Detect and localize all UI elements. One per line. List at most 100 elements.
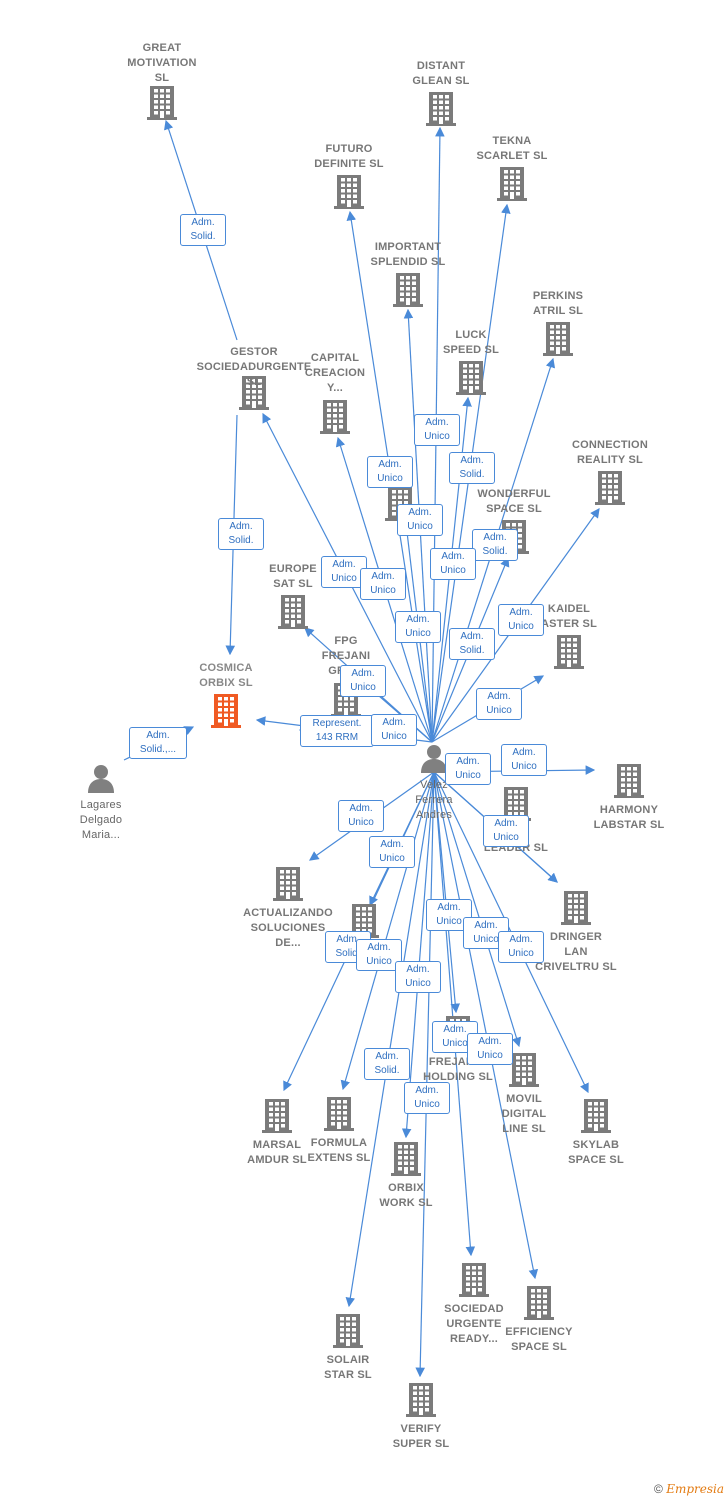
building-icon: [278, 595, 308, 634]
relation-badge[interactable]: Adm.Unico: [321, 556, 367, 588]
relation-badge[interactable]: Adm.Unico: [356, 939, 402, 971]
node-label-line: FORMULA: [310, 1137, 368, 1149]
relation-badge[interactable]: Adm.Unico: [367, 456, 413, 488]
relation-badge-line: Adm.: [349, 803, 373, 814]
relation-badge[interactable]: Represent. 143 RRM: [300, 715, 374, 747]
relation-badge[interactable]: Adm. Unico: [476, 688, 522, 720]
relation-badge[interactable]: Adm.Unico: [414, 414, 460, 446]
relation-badge-line: Unico: [379, 853, 405, 864]
relation-badge[interactable]: Adm.Unico: [445, 753, 491, 785]
node-label-line: DEFINITE SL: [314, 158, 384, 170]
node-label-line: IMPORTANT: [374, 241, 442, 253]
relation-badge-line: Represent.: [312, 718, 362, 729]
relation-badge-line: Adm.: [351, 668, 375, 679]
person-icon: [86, 763, 116, 798]
node-label-line: KAIDEL: [547, 603, 591, 615]
relation-badge[interactable]: Adm.Unico: [371, 714, 417, 746]
relation-badge-line: Adm.: [487, 691, 511, 702]
building-icon: [324, 1097, 354, 1136]
relation-badge[interactable]: Adm.Unico: [395, 611, 441, 643]
node-label-line: PERKINS: [532, 290, 584, 302]
node-label-line: GESTOR: [230, 346, 278, 358]
node-label-line: Ferrera: [415, 794, 453, 806]
relation-badge[interactable]: Adm.Unico: [340, 665, 386, 697]
node-label-line: EXTENS SL: [307, 1152, 371, 1164]
node-label-line: MOTIVATION: [127, 57, 197, 69]
building-icon: [426, 92, 456, 131]
relation-badge[interactable]: Adm. Unico: [369, 836, 415, 868]
relation-badge-line: Unico: [508, 948, 534, 959]
relation-badge[interactable]: Adm.Unico: [467, 1033, 513, 1065]
relation-badge-line: Adm.: [425, 417, 449, 428]
node-label-line: DISTANT: [416, 60, 466, 72]
relation-badge-line: Adm.: [406, 614, 430, 625]
node-label-line: MOVIL: [506, 1093, 542, 1105]
node-label-line: SL: [154, 72, 170, 84]
relation-badge[interactable]: Adm.Unico: [404, 1082, 450, 1114]
relation-badge[interactable]: Adm.Solid.: [449, 452, 495, 484]
relation-badge[interactable]: Adm.Unico: [360, 568, 406, 600]
relation-badge[interactable]: Adm.Unico: [338, 800, 384, 832]
relation-badge[interactable]: Adm.Unico: [430, 548, 476, 580]
building-icon: [561, 891, 591, 930]
building-icon: [262, 1099, 292, 1138]
node-label-line: SPEED SL: [442, 344, 499, 356]
node-label-line: SOCIEDAD: [444, 1303, 504, 1315]
building-icon: [524, 1286, 554, 1325]
building-icon: [147, 86, 177, 125]
node-label-line: COSMICA: [199, 662, 253, 674]
node-label-line: Andres: [415, 809, 453, 821]
relation-badge-line: Unico: [486, 705, 512, 716]
node-label-line: REALITY SL: [577, 454, 643, 466]
relation-badge-line: Adm.: [229, 521, 253, 532]
node-label-line: SPLENDID SL: [370, 256, 446, 268]
node-label-line: CAPITAL: [310, 352, 360, 364]
relation-badge-line: Unico: [370, 585, 396, 596]
relation-badge[interactable]: Adm.Solid.: [218, 518, 264, 550]
relation-badge[interactable]: Adm.Solid.: [472, 529, 518, 561]
edge-frejani_holding: [433, 771, 461, 1014]
relation-badge-line: Unico: [436, 916, 462, 927]
relation-badge[interactable]: Adm.Solid.: [449, 628, 495, 660]
relation-badge-line: Solid.: [335, 948, 361, 959]
relation-badge-line: Solid.: [459, 469, 485, 480]
relation-badge-line: Unico: [493, 832, 519, 843]
node-label-line: HOLDING SL: [423, 1071, 493, 1083]
brand-logo: Empresia: [666, 1482, 724, 1496]
edge-sociedad_urgente: [433, 771, 476, 1257]
node-label-line: ASTER SL: [541, 618, 597, 630]
relation-badge[interactable]: Adm. Unico: [483, 815, 529, 847]
relation-badge[interactable]: Adm.Solid.: [180, 214, 226, 246]
relation-badge-line: Adm.: [415, 1085, 439, 1096]
relation-badge-line: Solid.: [374, 1065, 400, 1076]
relation-badge-line: Adm.: [494, 818, 518, 829]
node-label-line: ORBIX SL: [199, 677, 253, 689]
edge-orbix_work: [401, 771, 435, 1139]
relation-badge-line: Unico: [477, 1050, 503, 1061]
relation-badge[interactable]: Adm.Solid.,...: [129, 727, 187, 759]
node-label-line: GLEAN SL: [412, 75, 470, 87]
person-icon: [419, 743, 449, 778]
building-icon: [239, 376, 269, 415]
relation-badge[interactable]: Adm.Unico: [395, 961, 441, 993]
edge-movil_digital: [433, 771, 522, 1048]
relation-badge[interactable]: Adm.Unico: [397, 504, 443, 536]
relation-badge-line: 143 RRM: [315, 732, 359, 743]
relation-badge[interactable]: Adm.Unico: [498, 604, 544, 636]
relation-badge[interactable]: Adm.Unico: [501, 744, 547, 776]
relation-badge[interactable]: Adm.Solid.: [364, 1048, 410, 1080]
building-icon: [595, 471, 625, 510]
relation-badge[interactable]: Adm.Unico: [498, 931, 544, 963]
node-label-line: FREJANI: [321, 650, 371, 662]
node-label-line: WONDERFUL: [477, 488, 551, 500]
relation-badge-line: Adm.: [380, 839, 404, 850]
